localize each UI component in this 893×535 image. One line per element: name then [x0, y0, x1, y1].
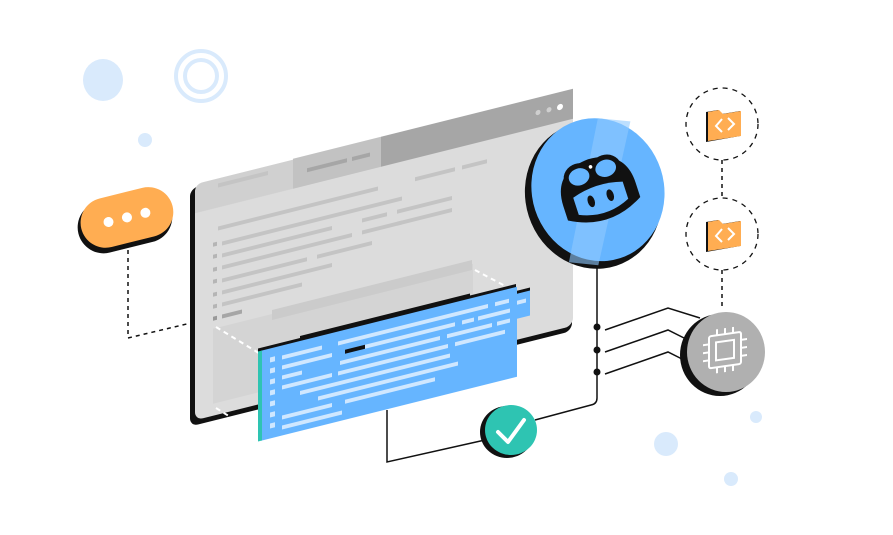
chat-bubble [77, 187, 174, 254]
projection-guides [215, 269, 523, 438]
copilot-icon [560, 154, 641, 223]
connector-lines [127, 160, 723, 463]
copilot-badge [524, 118, 665, 269]
code-folder-1 [685, 87, 759, 161]
connector-nodes [593, 323, 601, 376]
ellipsis-icon [103, 207, 151, 227]
document-lines [218, 159, 487, 319]
check-badge [480, 405, 537, 458]
code-folder-icon [714, 227, 736, 243]
code-suggestion-panels [258, 284, 530, 442]
decorative-circles [83, 49, 762, 486]
chip-badge [680, 312, 765, 396]
window-controls [535, 103, 563, 116]
code-lines [282, 298, 510, 430]
chip-icon [703, 326, 747, 374]
code-folder-2 [685, 197, 759, 271]
check-icon [496, 418, 526, 444]
code-gutter [270, 356, 275, 429]
line-gutter [213, 241, 217, 321]
code-folder-icon [714, 117, 736, 133]
